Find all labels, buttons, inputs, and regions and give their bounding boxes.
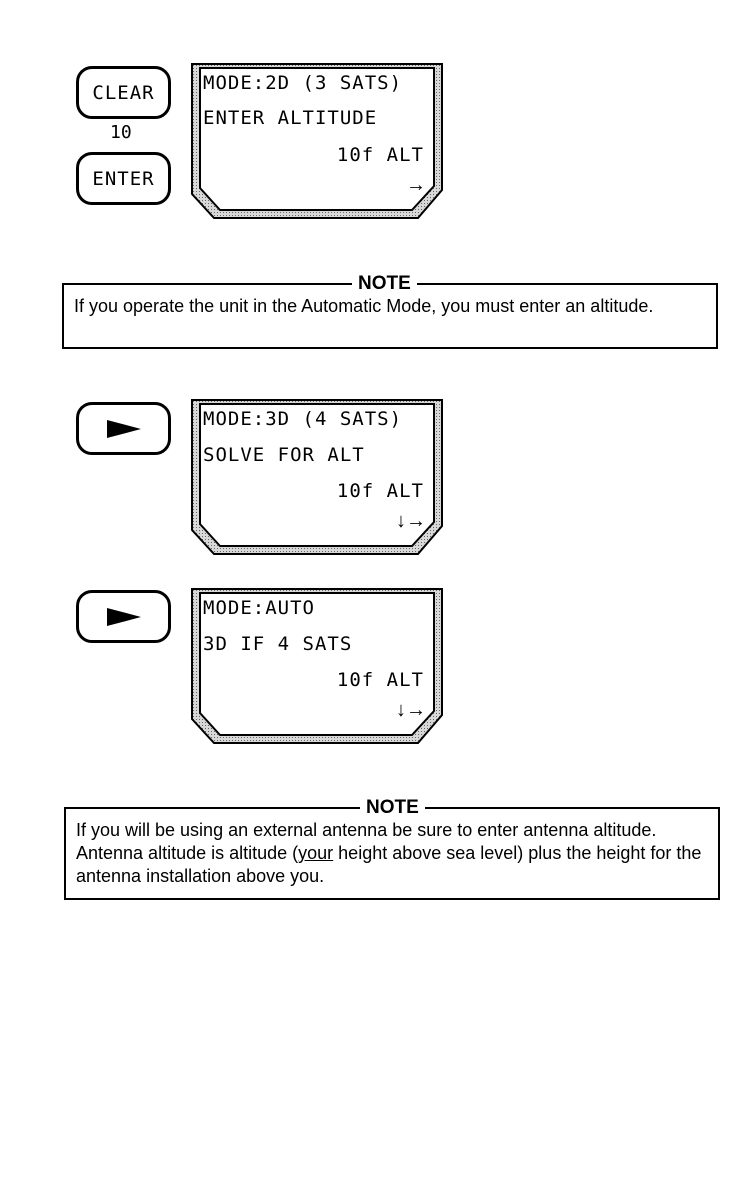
right-triangle-icon [106,607,141,626]
note-box: If you will be using an external antenna… [64,809,720,900]
lcd-mode-line: MODE:AUTO [203,597,315,619]
note-label: NOTE [358,273,411,294]
lcd-screen-mode-2d: MODE:2D (3 SATS) ENTER ALTITUDE 10f ALT … [190,62,446,222]
note-heading: NOTE [64,797,720,819]
right-arrow-key[interactable] [76,402,171,455]
lcd-screen-mode-3d: MODE:3D (4 SATS) SOLVE FOR ALT 10f ALT ↓… [190,398,446,558]
down-right-arrow-icon: ↓→ [396,699,426,721]
note-label: NOTE [366,797,419,818]
lcd-screen-mode-auto: MODE:AUTO 3D IF 4 SATS 10f ALT ↓→ [190,587,446,747]
lcd-prompt-line: ENTER ALTITUDE [203,107,378,129]
right-arrow-key[interactable] [76,590,171,643]
right-triangle-icon [106,419,141,438]
note-heading: NOTE [62,273,718,295]
note-box: If you operate the unit in the Automatic… [62,285,718,349]
lcd-mode-line: MODE:3D (4 SATS) [203,408,403,430]
enter-key[interactable]: ENTER [76,152,171,205]
right-arrow-icon: → [406,174,426,196]
lcd-prompt-line: SOLVE FOR ALT [203,444,365,466]
lcd-altitude-value: 10f ALT [336,480,424,502]
down-right-arrow-icon: ↓→ [396,510,426,532]
note-text: If you will be using an external antenna… [76,820,702,886]
lcd-prompt-line: 3D IF 4 SATS [203,633,353,655]
lcd-altitude-value: 10f ALT [336,144,424,166]
note-text: If you operate the unit in the Automatic… [74,296,654,316]
clear-key[interactable]: CLEAR [76,66,171,119]
key-entry-value: 10 [110,122,132,143]
lcd-mode-line: MODE:2D (3 SATS) [203,72,403,94]
lcd-altitude-value: 10f ALT [336,669,424,691]
underlined-word: your [298,843,334,863]
